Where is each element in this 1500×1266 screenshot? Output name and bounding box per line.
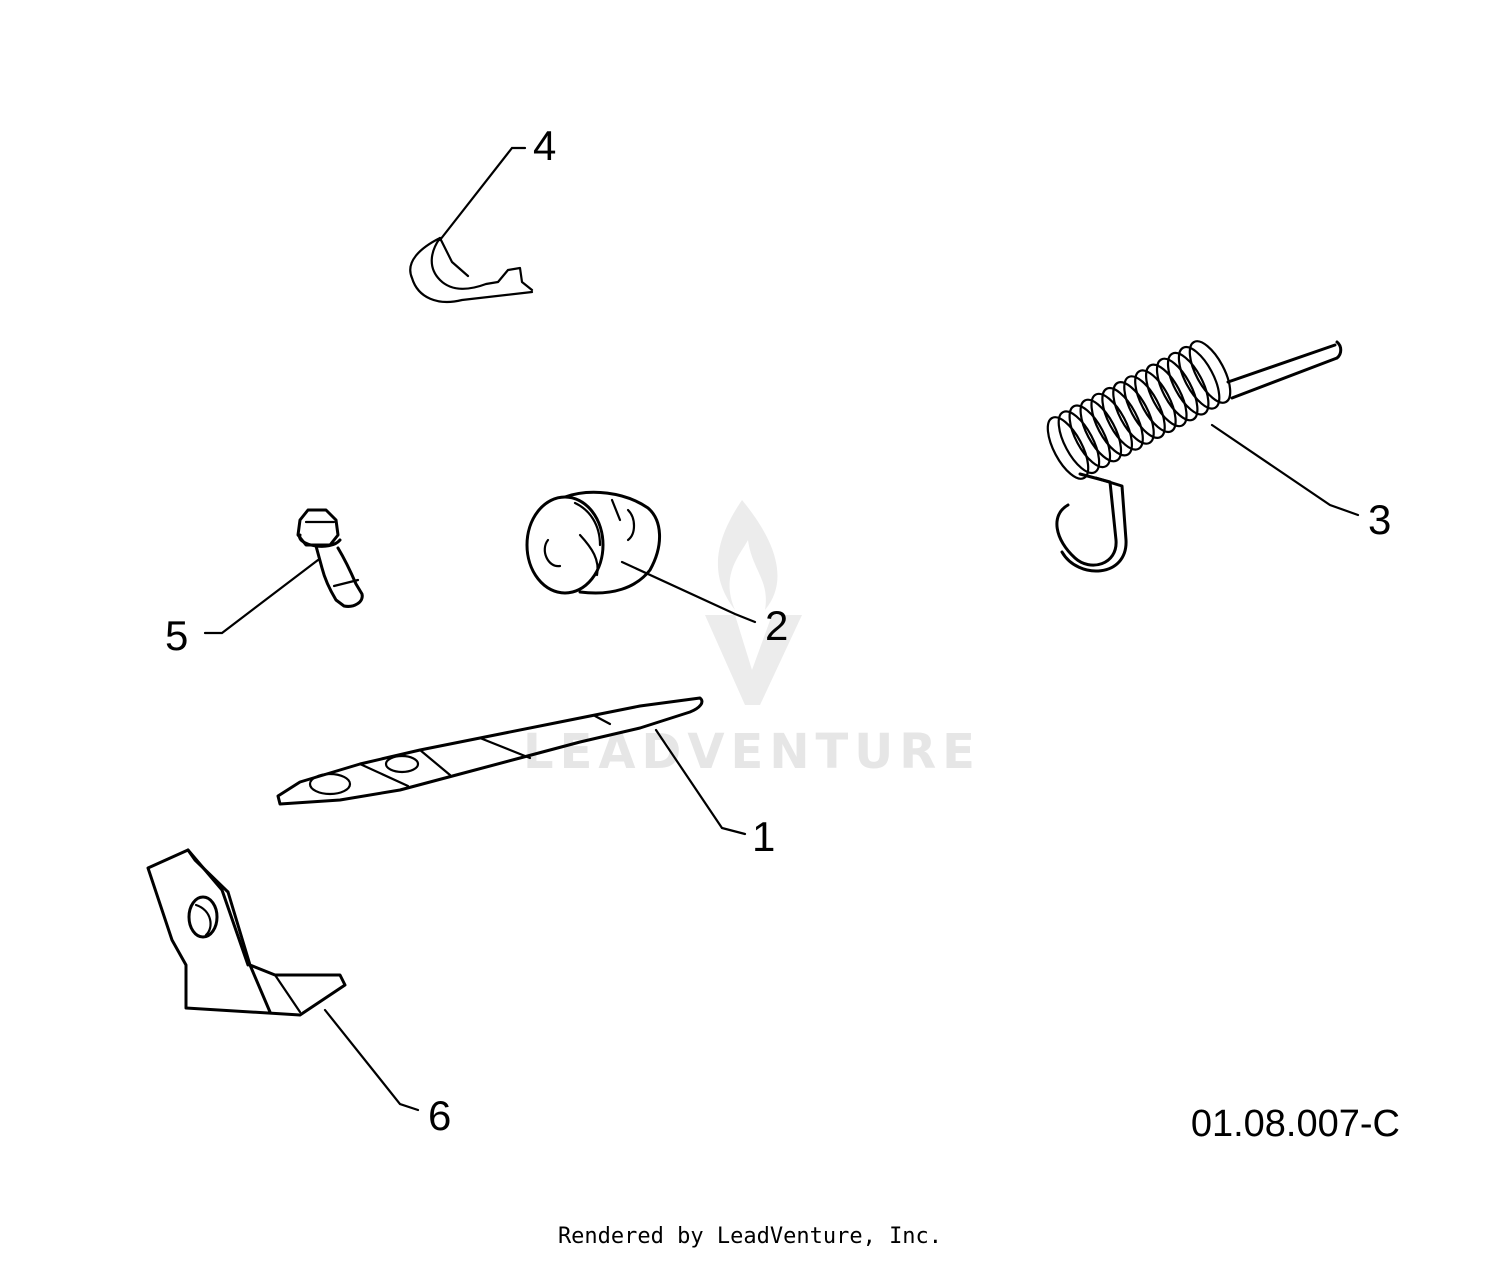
callout-6: 6 xyxy=(428,1092,451,1139)
callout-5: 5 xyxy=(165,612,188,659)
part-6-angle-bracket xyxy=(146,848,347,1017)
leader-6 xyxy=(323,1008,420,1112)
callout-2: 2 xyxy=(765,602,788,649)
part-3-extension-spring xyxy=(1046,340,1343,573)
spring-coil xyxy=(1166,351,1210,416)
diagram-code: 01.08.007-C xyxy=(1191,1103,1400,1145)
watermark-text: LEADVENTURE xyxy=(523,724,981,780)
callout-4: 4 xyxy=(533,122,556,169)
callout-3: 3 xyxy=(1368,496,1391,543)
spring-coil xyxy=(1068,404,1112,469)
leader-2 xyxy=(620,560,757,624)
spring-coil xyxy=(1057,410,1101,475)
leader-5 xyxy=(203,558,320,635)
spring-coil xyxy=(1090,392,1133,457)
leader-1 xyxy=(654,728,747,836)
spring-coil xyxy=(1079,398,1123,463)
leadventure-logo-icon xyxy=(705,500,802,705)
spring-coil xyxy=(1101,386,1144,451)
callout-1: 1 xyxy=(752,813,775,860)
leader-4 xyxy=(438,146,527,242)
spring-coil xyxy=(1155,357,1199,422)
leader-3 xyxy=(1210,423,1360,517)
spring-coil xyxy=(1177,345,1221,410)
footer-credit: Rendered by LeadVenture, Inc. xyxy=(557,1224,943,1249)
spring-coil xyxy=(1123,375,1166,439)
part-2-bushing xyxy=(525,490,662,595)
spring-coil xyxy=(1188,340,1232,404)
part-1-flat-arm xyxy=(276,696,704,806)
spring-coil xyxy=(1046,416,1090,480)
spring-coil xyxy=(1134,369,1177,434)
spring-coil xyxy=(1112,381,1155,445)
leader-lines xyxy=(203,146,1360,1112)
part-4-hairpin-clip xyxy=(409,236,534,304)
spring-coil xyxy=(1145,363,1188,428)
watermark: LEADVENTURE xyxy=(523,500,981,780)
part-5-flange-bolt xyxy=(296,508,364,608)
